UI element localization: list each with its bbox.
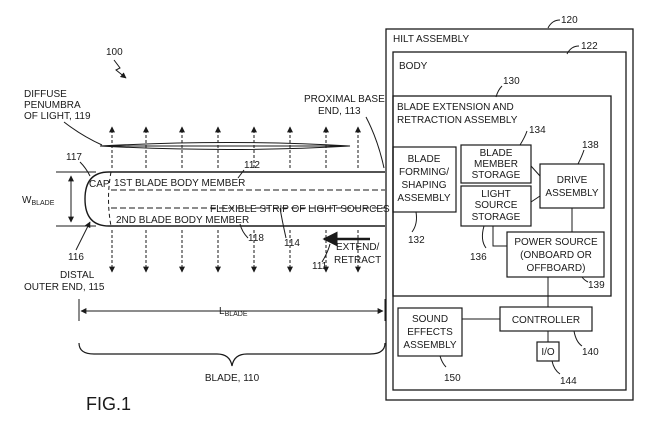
blade-extension-ref-leader: [495, 85, 503, 98]
light-storage-ref-leader: [481, 225, 487, 249]
link-light-power: [492, 226, 507, 247]
member-storage-line3: STORAGE: [472, 170, 521, 181]
sound-effects-box: [397, 307, 463, 357]
diffuse-line2: PENUMBRA: [24, 100, 81, 111]
proximal-line2: END, 113: [318, 106, 361, 117]
light-storage-box: [460, 185, 532, 227]
sound-line1: SOUND: [412, 314, 448, 325]
cap-label: CAP: [89, 179, 110, 190]
drive-ref: 138: [582, 140, 599, 151]
power-source-box: [506, 231, 605, 278]
sound-ref-leader: [439, 355, 447, 368]
io-ref-leader: [551, 360, 561, 375]
main-ref: 100: [106, 47, 123, 58]
first-member-ref-leader: [237, 169, 245, 179]
length-label: LBLADE: [219, 306, 248, 318]
link-member-drive: [530, 165, 541, 177]
figure-label: FIG.1: [86, 394, 131, 414]
drive-line1: DRIVE: [557, 175, 588, 186]
blade-outline: [84, 171, 385, 227]
light-storage-line3: STORAGE: [472, 212, 521, 223]
sound-line2: EFFECTS: [407, 327, 453, 338]
diffuse-leader: [63, 121, 103, 146]
hilt-ref: 120: [561, 15, 578, 26]
forming-ref: 132: [408, 235, 425, 246]
extend-line2: RETRACT: [334, 255, 381, 266]
diffuse-line1: DIFFUSE: [24, 89, 67, 100]
ref-118-leader: [239, 223, 249, 239]
main-ref-arrow: [113, 59, 127, 79]
power-line1: POWER SOURCE: [514, 237, 598, 248]
blade-label: BLADE, 110: [205, 373, 260, 384]
forming-line1: BLADE: [408, 154, 441, 165]
ref-111: 111: [312, 261, 328, 272]
controller-label: CONTROLLER: [512, 315, 580, 326]
forming-line3: SHAPING: [401, 180, 446, 191]
ref-114: 114: [284, 238, 300, 249]
body-ref-leader: [566, 45, 580, 55]
ref-116: 116: [68, 252, 84, 263]
light-arrows-up: [109, 126, 361, 168]
hilt-title: HILT ASSEMBLY: [393, 34, 469, 45]
width-label: WBLADE: [22, 195, 55, 207]
controller-ref-leader: [573, 330, 583, 347]
io-ref: 144: [560, 376, 577, 387]
proximal-leader: [365, 116, 385, 169]
member-storage-ref-leader: [519, 130, 528, 146]
sound-line3: ASSEMBLY: [403, 340, 456, 351]
forming-assembly-box: [392, 146, 457, 213]
blade-brace: [78, 342, 386, 367]
io-label: I/O: [541, 347, 555, 358]
second-member-label: 2ND BLADE BODY MEMBER: [116, 215, 249, 226]
body-title: BODY: [399, 61, 428, 72]
light-arrows-down: [109, 230, 361, 273]
drive-assembly-box: [539, 163, 605, 209]
forming-line4: ASSEMBLY: [397, 193, 450, 204]
blade-extension-ref: 130: [503, 76, 520, 87]
member-storage-line2: MEMBER: [474, 159, 518, 170]
drive-ref-leader: [577, 149, 585, 165]
sound-ref: 150: [444, 373, 461, 384]
hilt-assembly-box: [385, 28, 634, 401]
hilt-ref-leader: [547, 19, 561, 29]
power-line3: OFFBOARD): [527, 263, 586, 274]
penumbra-top: [99, 142, 351, 150]
first-member-label: 1ST BLADE BODY MEMBER: [114, 178, 245, 189]
member-storage-ref: 134: [529, 125, 546, 136]
light-strip-label: FLEXIBLE STRIP OF LIGHT SOURCES: [210, 204, 390, 215]
member-storage-line1: BLADE: [480, 148, 513, 159]
controller-ref: 140: [582, 347, 599, 358]
proximal-line1: PROXIMAL BASE: [304, 94, 385, 105]
first-member-ref: 112: [244, 160, 260, 171]
light-storage-line2: SOURCE: [475, 200, 518, 211]
body-ref: 122: [581, 41, 598, 52]
power-ref: 139: [588, 280, 605, 291]
ref-117: 117: [66, 152, 82, 163]
blade-extension-line2: RETRACTION ASSEMBLY: [397, 115, 518, 126]
light-storage-ref: 136: [470, 252, 487, 263]
power-line2: (ONBOARD OR: [520, 250, 592, 261]
cap-boundary: [108, 171, 112, 227]
forming-ref-leader: [411, 211, 417, 233]
ref-117-leader: [79, 161, 91, 177]
drive-line2: ASSEMBLY: [545, 188, 598, 199]
member-storage-box: [460, 144, 532, 184]
distal-line1: DISTAL: [60, 270, 95, 281]
blade-extension-line1: BLADE EXTENSION AND: [397, 102, 514, 113]
link-light-drive: [530, 195, 541, 203]
ref-118: 118: [248, 233, 264, 244]
light-storage-line1: LIGHT: [481, 189, 510, 200]
forming-line2: FORMING/: [399, 167, 449, 178]
ref-116-leader: [75, 221, 91, 251]
ref-114-leader: [279, 207, 287, 239]
diffuse-line3: OF LIGHT, 119: [24, 111, 91, 122]
distal-line2: OUTER END, 115: [24, 282, 105, 293]
power-ref-leader: [581, 276, 589, 283]
extend-line1: EXTEND/: [336, 242, 380, 253]
